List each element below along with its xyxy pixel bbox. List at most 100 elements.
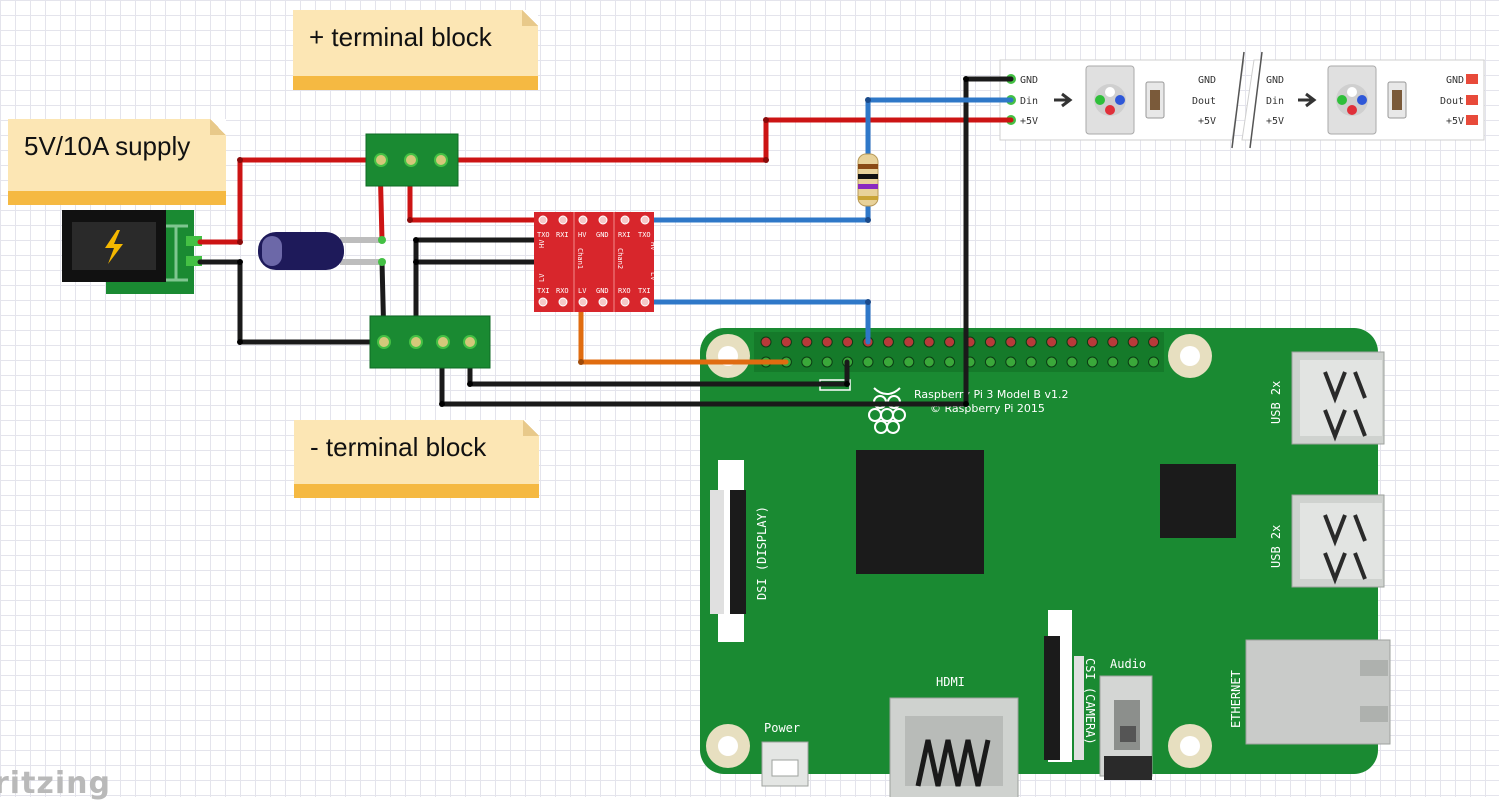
gpio-pin[interactable]	[1148, 356, 1160, 368]
led-strip-output-pins[interactable]	[1466, 74, 1478, 125]
ethernet-port[interactable]: ETHERNET	[1229, 639, 1391, 745]
seg2-in-5v: +5V	[1266, 116, 1284, 127]
shifter-pin-rxi-2: RXI	[618, 231, 631, 239]
fritzing-watermark: ritzing	[0, 766, 111, 801]
csi-label: CSI (CAMERA)	[1083, 658, 1097, 745]
gpio-pin[interactable]	[1148, 336, 1160, 348]
note-strip	[294, 484, 539, 498]
gpio-pin[interactable]	[903, 356, 915, 368]
gpio-pin[interactable]	[1107, 356, 1119, 368]
strip-pin-5v: +5V	[1020, 116, 1038, 127]
gpio-pin[interactable]	[882, 336, 894, 348]
gpio-pin[interactable]	[1005, 336, 1017, 348]
gpio-pin[interactable]	[1066, 336, 1078, 348]
rgb-led-icon	[1327, 65, 1377, 135]
dsi-connector[interactable]: DSI (DISPLAY)	[710, 460, 769, 642]
seg2-in-din: Din	[1266, 96, 1284, 107]
gpio-pin[interactable]	[984, 336, 996, 348]
gpio-pin[interactable]	[944, 336, 956, 348]
seg1-out-dout: Dout	[1192, 96, 1216, 107]
shifter-pin-gnd-lv: GND	[596, 287, 609, 295]
gpio-pin[interactable]	[821, 356, 833, 368]
raspberry-pi-board[interactable]: Raspberry Pi 3 Model B v1.2 © Raspberry …	[700, 328, 1391, 797]
note-plus-terminal-block[interactable]: + terminal block	[293, 10, 538, 90]
gpio-pin[interactable]	[923, 336, 935, 348]
note-supply-text: 5V/10A supply	[24, 131, 191, 161]
gpio-pin[interactable]	[1127, 336, 1139, 348]
gpio-pin[interactable]	[984, 356, 996, 368]
rgb-led-icon	[1085, 65, 1135, 135]
gpio-pin[interactable]	[1127, 356, 1139, 368]
gpio-pin[interactable]	[760, 336, 772, 348]
gpio-pin[interactable]	[1025, 356, 1037, 368]
plus-terminal-block[interactable]	[365, 133, 459, 187]
gpio-pin[interactable]	[1107, 336, 1119, 348]
shifter-pin-txi-2: TXI	[638, 287, 651, 295]
audio-jack[interactable]: Audio	[1099, 657, 1153, 780]
arrow-right-icon	[1298, 92, 1317, 108]
power-label: Power	[764, 721, 800, 735]
led-strip[interactable]: GND Din +5V GND Dout +5V GND Din +5V	[999, 51, 1485, 149]
audio-label: Audio	[1110, 657, 1146, 671]
note-minus-terminal-block[interactable]: - terminal block	[294, 420, 539, 498]
gpio-header[interactable]	[754, 332, 1164, 372]
note-supply[interactable]: 5V/10A supply	[8, 119, 226, 205]
shifter-pin-txo-2: TXO	[638, 231, 651, 239]
strip-pin-gnd: GND	[1020, 75, 1038, 86]
led-capacitor-body	[1150, 90, 1160, 110]
seg2-out-5v: +5V	[1446, 116, 1464, 127]
gpio-pin[interactable]	[1005, 356, 1017, 368]
gpio-pin[interactable]	[1046, 336, 1058, 348]
gpio-header-base	[754, 332, 1164, 372]
usb-port-1[interactable]: USB 2x	[1269, 351, 1385, 445]
gpio-pin[interactable]	[1046, 356, 1058, 368]
pi-model-label: Raspberry Pi 3 Model B v1.2	[914, 388, 1068, 401]
resistor[interactable]	[857, 153, 879, 207]
shifter-pin-txi: TXI	[537, 287, 550, 295]
mounting-hole-icon	[706, 334, 1212, 768]
arrow-right-icon	[1054, 92, 1073, 108]
dc-barrel-jack[interactable]	[62, 210, 202, 294]
gpio-pin[interactable]	[1086, 336, 1098, 348]
gpio-pin[interactable]	[801, 336, 813, 348]
gpio-pin[interactable]	[801, 356, 813, 368]
shifter-pin-rxo-2: RXO	[618, 287, 631, 295]
shifter-pin-txo: TXO	[537, 231, 550, 239]
gpio-pin[interactable]	[1025, 336, 1037, 348]
strip-pin-din: Din	[1020, 96, 1038, 107]
seg2-out-gnd: GND	[1446, 75, 1464, 86]
logic-level-shifter[interactable]: TXO RXI HV GND RXI TXO TXI RXO LV GND RX…	[534, 212, 657, 312]
shifter-lv-label-2: LV	[649, 272, 657, 281]
gpio-pin[interactable]	[944, 356, 956, 368]
gpio-pin[interactable]	[1066, 356, 1078, 368]
gpio-pin[interactable]	[1086, 356, 1098, 368]
lan-chip	[1160, 464, 1236, 538]
note-strip	[8, 191, 226, 205]
shifter-pin-rxo: RXO	[556, 287, 569, 295]
gpio-pin[interactable]	[923, 356, 935, 368]
gpio-pin[interactable]	[903, 336, 915, 348]
note-strip	[293, 76, 538, 90]
power-port[interactable]: Power	[761, 721, 809, 787]
led-capacitor-body	[1392, 90, 1402, 110]
lightning-icon	[105, 230, 123, 264]
shifter-pin-rxi: RXI	[556, 231, 569, 239]
usb-port-2[interactable]: USB 2x	[1269, 494, 1385, 588]
shifter-hv-label: HV	[538, 239, 546, 248]
minus-terminal-block[interactable]	[369, 315, 491, 369]
gpio-pin[interactable]	[842, 336, 854, 348]
electrolytic-capacitor[interactable]	[258, 232, 386, 270]
gpio-pin[interactable]	[882, 356, 894, 368]
wire-red-strip-5v[interactable]	[437, 117, 1014, 163]
hdmi-port[interactable]: HDMI	[889, 675, 1019, 797]
gpio-pin[interactable]	[862, 356, 874, 368]
wire-red-supply-plus[interactable]	[197, 157, 383, 245]
gpio-pin[interactable]	[780, 336, 792, 348]
wire-black-supply-minus[interactable]	[197, 259, 383, 345]
shifter-chan1-label: Chan1	[576, 248, 584, 269]
gpio-pin[interactable]	[821, 336, 833, 348]
note-plus-terminal-text: + terminal block	[309, 22, 492, 52]
csi-connector[interactable]: CSI (CAMERA)	[1044, 610, 1097, 762]
